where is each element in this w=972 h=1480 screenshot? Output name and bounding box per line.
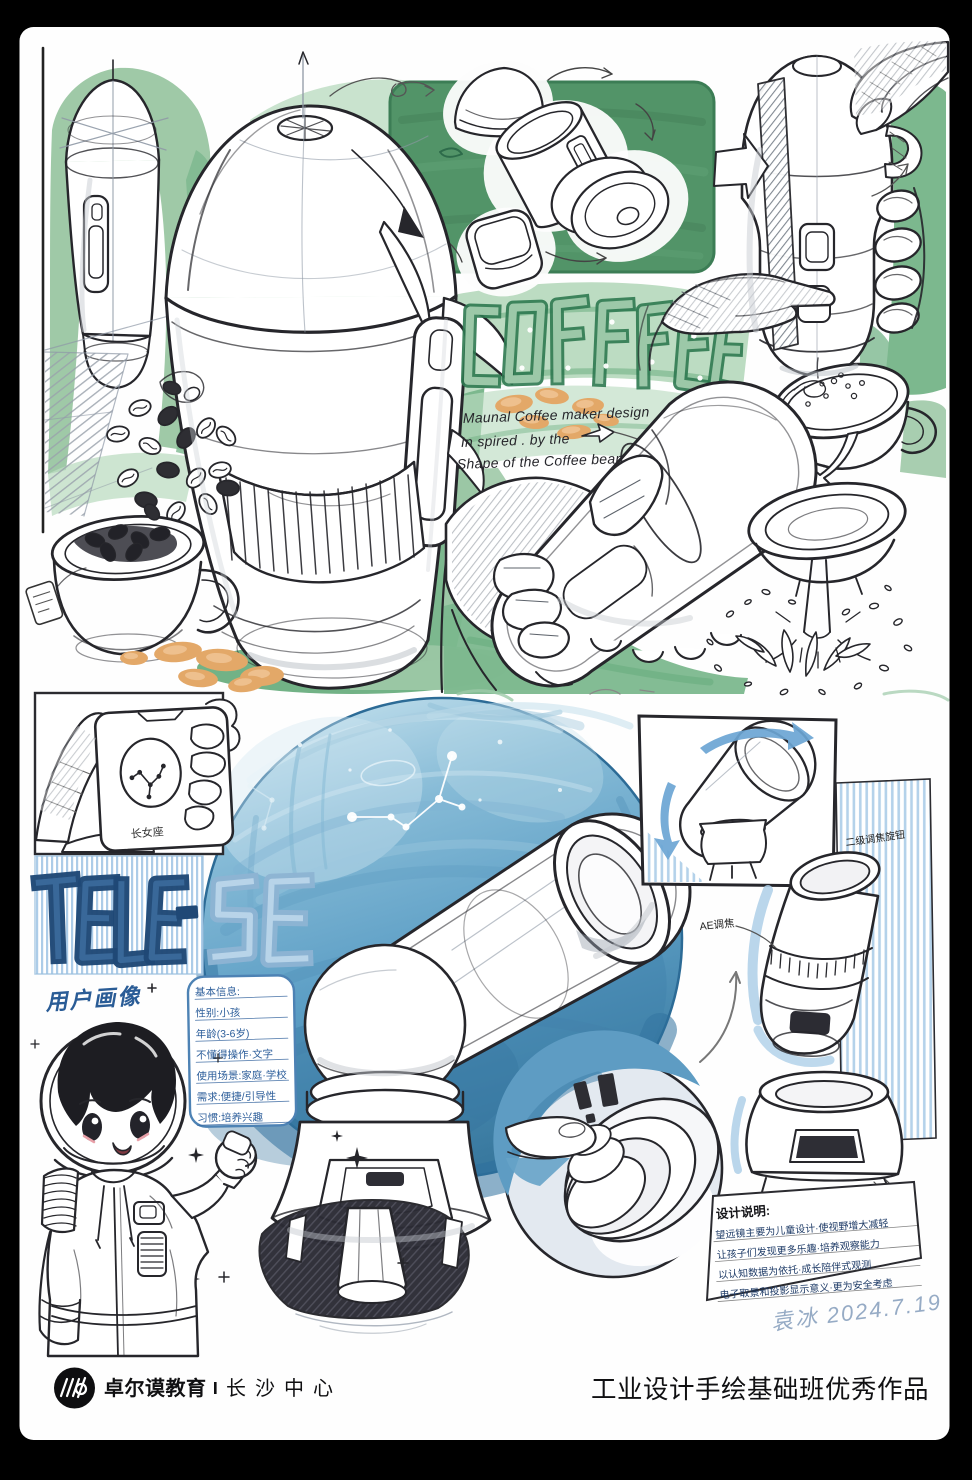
svg-text:长沙中心: 长沙中心: [226, 1377, 342, 1400]
svg-text:使用场景:家庭·学校: 使用场景:家庭·学校: [196, 1068, 287, 1083]
svg-text:需求:便捷/引导性: 需求:便捷/引导性: [197, 1089, 277, 1103]
svg-text:Maunal Coffee maker design: Maunal Coffee maker design: [463, 403, 650, 426]
svg-text:习惯:培养兴趣: 习惯:培养兴趣: [197, 1111, 264, 1125]
svg-text:长女座: 长女座: [130, 824, 164, 841]
svg-text:Shape of the Coffee bean: Shape of the Coffee bean: [457, 450, 624, 472]
svg-text:卓尔谟教育: 卓尔谟教育: [104, 1376, 207, 1400]
svg-text:AE调焦: AE调焦: [699, 916, 736, 933]
svg-text:设计说明:: 设计说明:: [715, 1203, 770, 1222]
svg-text:工业设计手绘基础班优秀作品: 工业设计手绘基础班优秀作品: [591, 1376, 929, 1404]
svg-text:年龄(3-6岁): 年龄(3-6岁): [196, 1027, 250, 1041]
svg-text:性别:小孩: 性别:小孩: [195, 1006, 241, 1020]
svg-text:基本信息:: 基本信息:: [195, 985, 240, 999]
svg-text:In spired . by the: In spired . by the: [461, 430, 570, 450]
